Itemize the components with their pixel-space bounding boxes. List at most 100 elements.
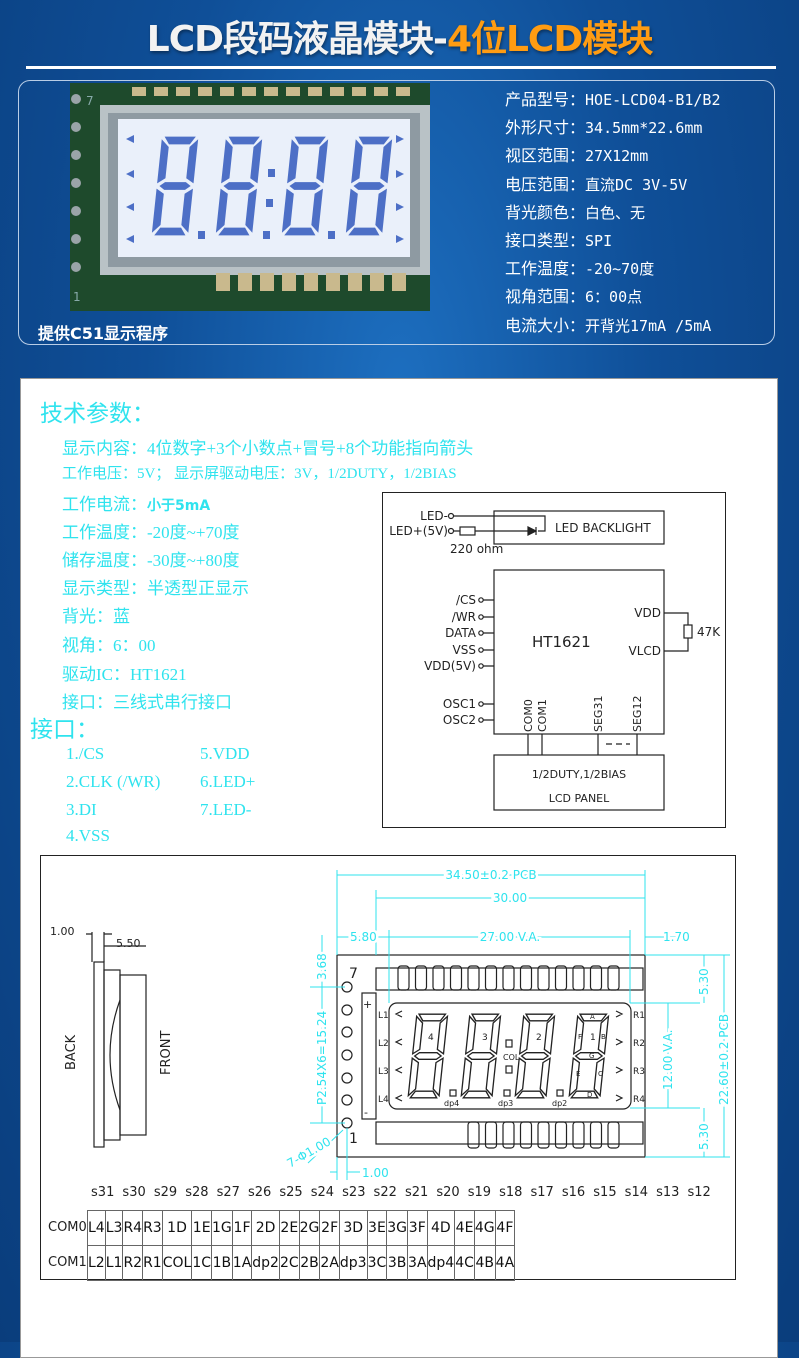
segment-header-cell: s16: [561, 1185, 586, 1200]
dim-va-height: 12.00 V.A.: [661, 1030, 675, 1090]
photo-caption: 提供C51显示程序: [38, 324, 169, 343]
tech-item: 工作温度：-20度~+70度: [62, 523, 240, 542]
table-cell: 4C: [454, 1245, 475, 1281]
segment-header-cell: s22: [373, 1185, 397, 1200]
circuit-svg: LED- LED+(5V) 220 ohm LED BACKLIGHT /CS …: [389, 509, 721, 811]
arrow-label: R4: [633, 1095, 645, 1105]
side-pins: [71, 94, 81, 272]
spec-row: 接口类型：SPI: [505, 227, 720, 255]
spec-value: 6：00点: [585, 288, 643, 307]
table-cell: 2A: [319, 1245, 340, 1281]
spec-label: 产品型号：: [505, 90, 586, 109]
dim-hole-offset: 1.00: [362, 1166, 389, 1180]
input-label: VSS: [453, 643, 476, 657]
dp-label: dp2: [552, 1099, 567, 1108]
spec-value: 直流DC 3V-5V: [585, 175, 688, 194]
pin-item: 4.VSS: [66, 826, 110, 845]
dim-right: 1.70: [663, 930, 690, 944]
dimension-svg: 1.00 5.50 BACK FRONT 7 1 + - L1 L2 L3 L4…: [50, 866, 734, 1180]
table-cell: L2: [87, 1245, 106, 1281]
table-cell: 1B: [211, 1245, 233, 1281]
segment-header-cell: s25: [279, 1185, 303, 1200]
table-cell: 2F: [319, 1210, 340, 1246]
led-minus-label: LED-: [420, 509, 448, 523]
pin-label-1: 1: [73, 290, 81, 304]
segment-header-cell: s15: [593, 1185, 617, 1200]
lcd-digits: [126, 135, 404, 243]
segment-header-cell: s21: [404, 1185, 429, 1200]
side-dim-1: 1.00: [50, 925, 75, 938]
table-cell: 4G: [473, 1210, 496, 1246]
table-cell: 3C: [366, 1245, 388, 1281]
table-cell: R4: [122, 1210, 144, 1246]
tech-item: 工作电流：小于5mA: [62, 495, 211, 514]
input-label: OSC1: [443, 697, 476, 711]
circuit-diagram: [382, 492, 726, 828]
spec-label: 外形尺寸：: [505, 118, 586, 138]
segment-header-cell: s20: [436, 1185, 460, 1200]
table-cell: dp4: [426, 1245, 456, 1281]
spec-row: 视区范围：27X12mm: [505, 142, 720, 170]
dim-holes: 7-Φ1.00: [285, 1134, 334, 1170]
front-label: FRONT: [159, 1031, 174, 1075]
segment-letter: B: [601, 1033, 606, 1041]
top-pins: [132, 87, 410, 96]
segment-header-cell: s12: [687, 1185, 711, 1200]
spec-value: SPI: [585, 232, 613, 251]
segment-header-cell: s23: [342, 1185, 366, 1200]
pin-item: 3.DI: [66, 800, 97, 819]
interface-heading: 接口：: [30, 717, 99, 742]
table-cell: 4E: [454, 1210, 475, 1246]
table-cell: 1E: [191, 1210, 213, 1246]
pin-7-label: 7: [349, 966, 358, 982]
row-label: COM0: [48, 1220, 87, 1235]
table-cell: 4D: [426, 1210, 456, 1246]
spec-label: 电压范围：: [505, 174, 586, 194]
spec-label: 接口类型：: [505, 231, 586, 251]
pot-label: 47K: [697, 625, 721, 639]
spec-row: 电流大小：开背光17mA /5mA: [505, 312, 720, 340]
table-cell: 2C: [278, 1245, 300, 1281]
tech-item: 视角：6：00: [62, 636, 156, 655]
dim-bottom-height: 5.30: [697, 1123, 711, 1150]
pin-item: 2.CLK (/WR): [66, 772, 161, 791]
dim-top-height: 5.30: [697, 968, 711, 995]
table-cell: R3: [142, 1210, 163, 1246]
colon-label: COL: [503, 1053, 520, 1062]
dim-left: 5.80: [350, 930, 377, 944]
page-title: LCD段码液晶模块-4位LCD模块: [0, 10, 799, 62]
spec-list: 产品型号：HOE-LCD04-B1/B2 外形尺寸：34.5mm*22.6mm …: [505, 86, 720, 340]
table-cell: 1F: [231, 1210, 253, 1246]
title-divider: [26, 66, 776, 69]
table-cell: 3G: [386, 1210, 409, 1246]
segment-header-cell: s14: [624, 1185, 648, 1200]
segment-letter: E: [576, 1070, 580, 1078]
tech-item: 背光：蓝: [62, 607, 130, 626]
panel-line1: 1/2DUTY,1/2BIAS: [532, 768, 626, 781]
input-label: DATA: [445, 626, 477, 640]
spec-label: 视区范围：: [505, 146, 586, 166]
table-cell: COL: [161, 1245, 193, 1281]
tech-item: 显示类型：半透型正显示: [62, 579, 249, 598]
table-cell: L4: [87, 1210, 106, 1246]
product-photo: 7 1: [70, 83, 430, 311]
dim-pcb-height: 22.60±0.2 PCB: [717, 1014, 731, 1105]
spec-row: 工作温度：-20~70度: [505, 255, 720, 283]
table-cell: 3E: [366, 1210, 388, 1246]
tech-item: 工作电压：5V； 显示屏驱动电压：3V，1/2DUTY，1/2BIAS: [62, 466, 457, 482]
arrow-label: R1: [633, 1011, 645, 1021]
segment-header-cell: s24: [310, 1185, 335, 1200]
arrow-label: L2: [378, 1039, 389, 1049]
segment-letter: A: [590, 1013, 595, 1021]
input-label: VDD(5V): [424, 659, 476, 673]
spec-label: 背光颜色：: [505, 202, 586, 222]
back-label: BACK: [64, 1034, 79, 1070]
spec-row: 背光颜色：白色、无: [505, 199, 720, 227]
side-dim-2: 5.50: [116, 937, 141, 950]
seg12-label: SEG12: [631, 696, 644, 732]
tech-item: 驱动IC：HT1621: [62, 665, 187, 684]
dim-va-width: 27.00 V.A.: [480, 930, 540, 944]
dim-pitch: P2.54X6=15.24: [315, 1011, 329, 1105]
table-cell: dp3: [338, 1245, 368, 1281]
